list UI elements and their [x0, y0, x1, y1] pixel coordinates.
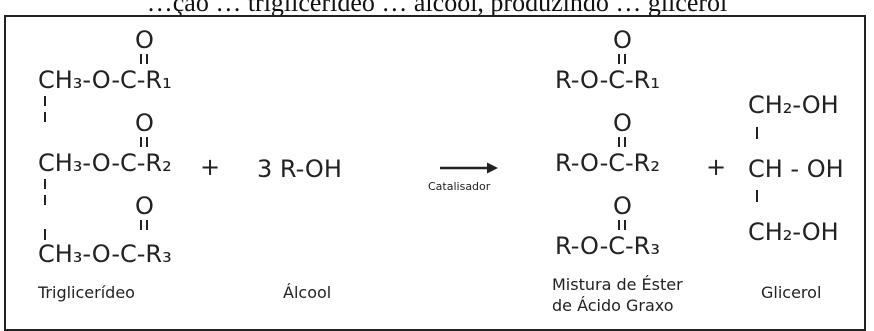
ester-oxygen-3: O: [613, 192, 632, 230]
catalyst-label: Catalisador: [428, 180, 491, 193]
oxygen-symbol: O: [613, 109, 632, 137]
ester-row-3: R-O-C-R₃: [555, 232, 660, 260]
ester-oxygen-2: O: [613, 109, 632, 147]
oxygen-symbol: O: [135, 109, 154, 137]
carbonyl-oxygen-2: O: [135, 109, 154, 147]
triglyceride-row-3: CH₃-O-C-R₃: [38, 240, 172, 268]
glycerol-row-2: CH - OH: [748, 155, 844, 183]
ester-row-2: R-O-C-R₂: [555, 149, 660, 177]
transesterification-scheme: O CH₃-O-C-R₁ O CH₃-O-C-R₂ O CH₃-O-C-R₃ T…: [37, 26, 844, 315]
triglyceride-row-1: CH₃-O-C-R₁: [38, 66, 172, 94]
glycerol: CH₂-OH CH - OH CH₂-OH Glicerol: [748, 91, 844, 302]
triglyceride-label: Triglicerídeo: [37, 283, 135, 302]
carbonyl-oxygen-3: O: [135, 192, 154, 230]
alcohol-formula: 3 R-OH: [257, 155, 342, 183]
ester-oxygen-1: O: [613, 26, 632, 64]
plus-sign-1: +: [200, 153, 220, 181]
plus-sign-2: +: [706, 153, 726, 181]
glycerol-row-1: CH₂-OH: [748, 91, 839, 119]
ester-label-line-1: Mistura de Éster: [552, 275, 683, 294]
alcohol-label: Álcool: [283, 283, 331, 302]
carbonyl-oxygen-1: O: [135, 26, 154, 64]
glycerol-row-3: CH₂-OH: [748, 218, 839, 246]
triglyceride-row-2: CH₃-O-C-R₂: [38, 149, 172, 177]
glycerol-label: Glicerol: [761, 283, 821, 302]
oxygen-symbol: O: [613, 192, 632, 220]
ester-label-line-2: de Ácido Graxo: [552, 296, 674, 315]
reaction-arrow: Catalisador: [428, 162, 498, 193]
cropped-header-text: …ção … triglicerídeo … álcool, produzind…: [146, 0, 728, 16]
ester-row-1: R-O-C-R₁: [555, 66, 660, 94]
oxygen-symbol: O: [613, 26, 632, 54]
fatty-acid-esters: O R-O-C-R₁ O R-O-C-R₂ O R-O-C-R₃ Mistura…: [552, 26, 683, 315]
oxygen-symbol: O: [135, 192, 154, 220]
oxygen-symbol: O: [135, 26, 154, 54]
alcohol: 3 R-OH Álcool: [257, 155, 342, 302]
triglyceride: O CH₃-O-C-R₁ O CH₃-O-C-R₂ O CH₃-O-C-R₃ T…: [37, 26, 172, 302]
